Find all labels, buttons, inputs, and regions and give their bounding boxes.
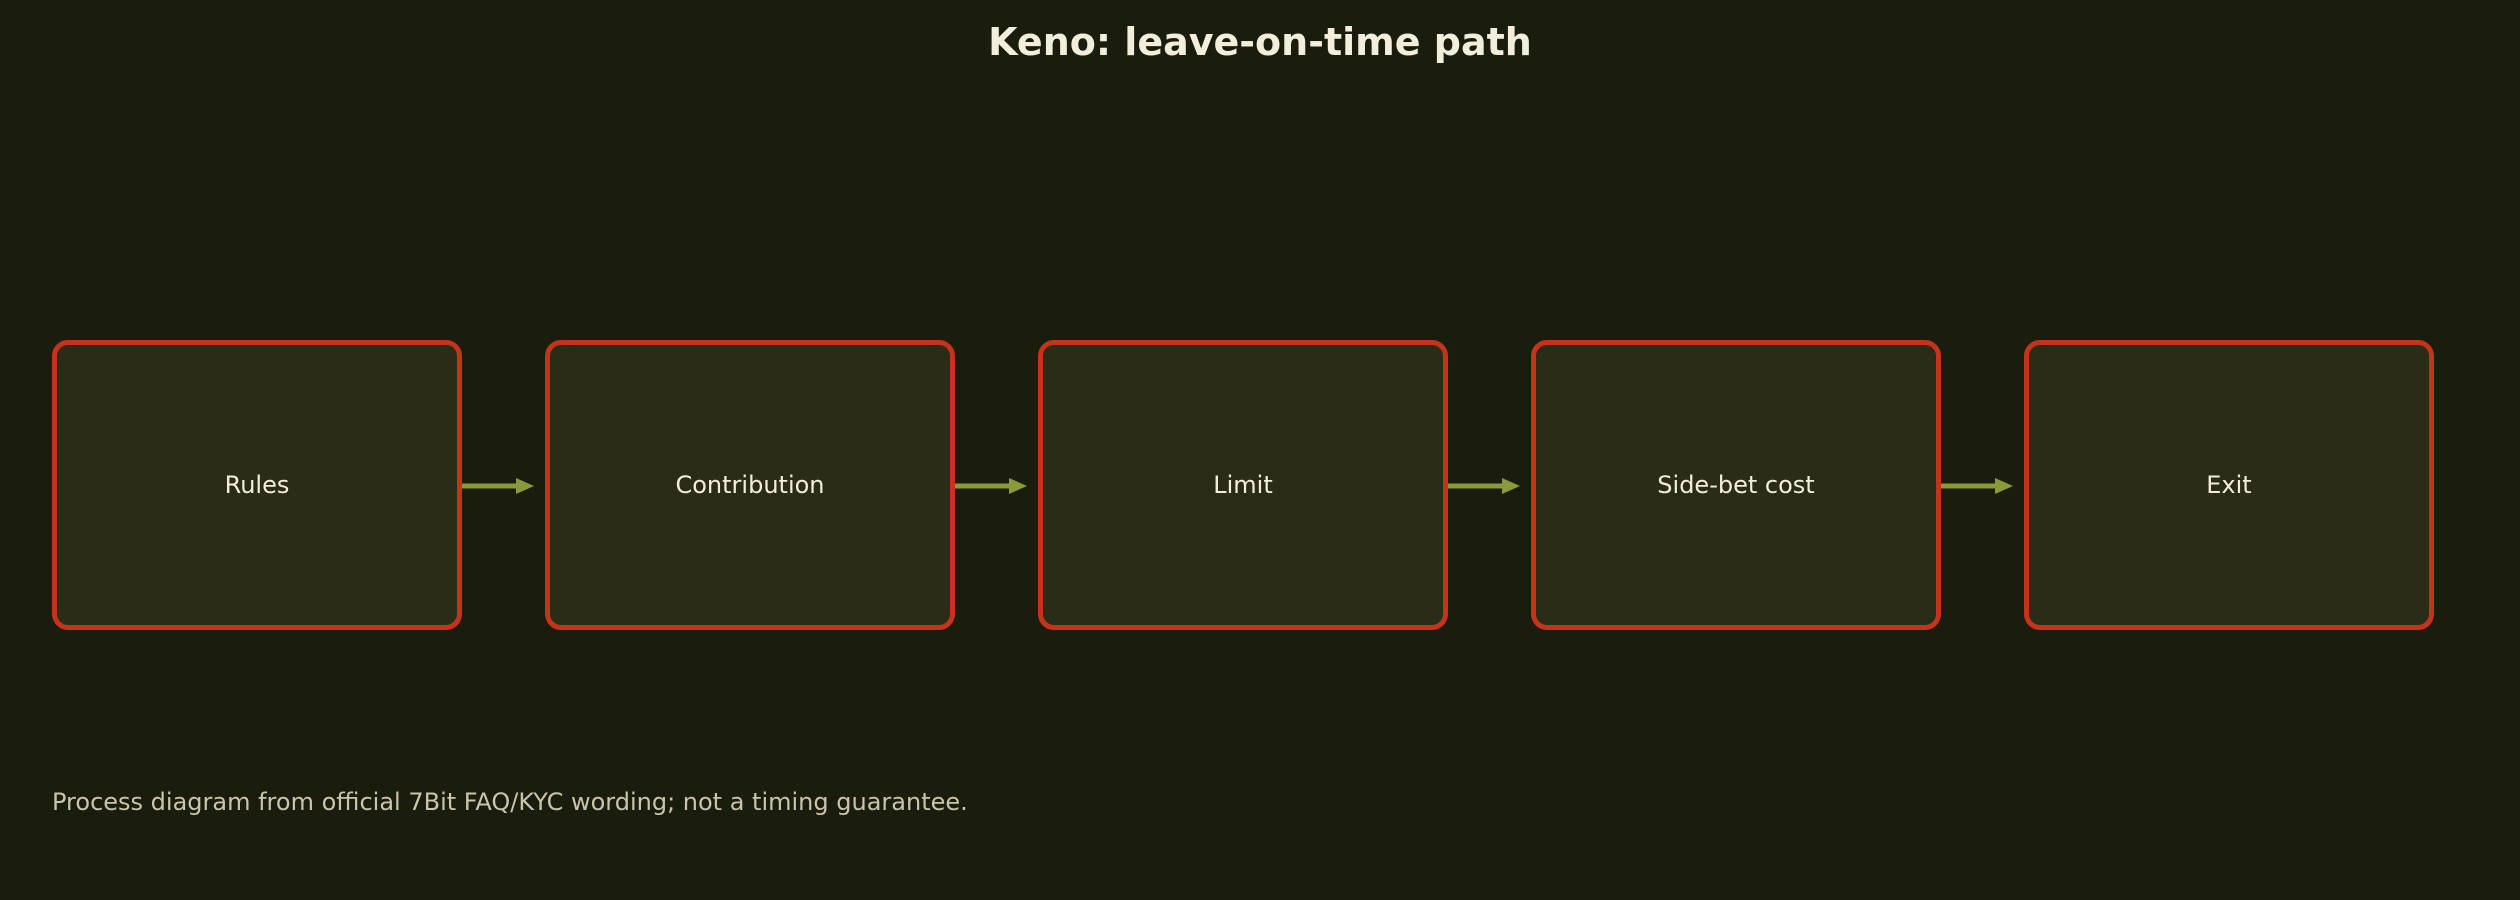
arrow-rules-to-contribution bbox=[462, 478, 534, 494]
step-box-side-bet-cost: Side-bet cost bbox=[1531, 340, 1941, 630]
step-box-exit: Exit bbox=[2024, 340, 2434, 630]
diagram-title: Keno: leave-on-time path bbox=[988, 20, 1532, 64]
step-label: Exit bbox=[2206, 471, 2252, 499]
arrow-contribution-to-limit bbox=[955, 478, 1027, 494]
step-label: Rules bbox=[224, 471, 290, 499]
step-label: Contribution bbox=[675, 471, 825, 499]
step-box-limit: Limit bbox=[1038, 340, 1448, 630]
step-box-contribution: Contribution bbox=[545, 340, 955, 630]
footnote: Process diagram from official 7Bit FAQ/K… bbox=[52, 788, 968, 816]
arrow-side-bet-cost-to-exit bbox=[1941, 478, 2013, 494]
step-box-rules: Rules bbox=[52, 340, 462, 630]
arrow-limit-to-side-bet-cost bbox=[1448, 478, 1520, 494]
step-label: Side-bet cost bbox=[1657, 471, 1815, 499]
step-label: Limit bbox=[1213, 471, 1273, 499]
